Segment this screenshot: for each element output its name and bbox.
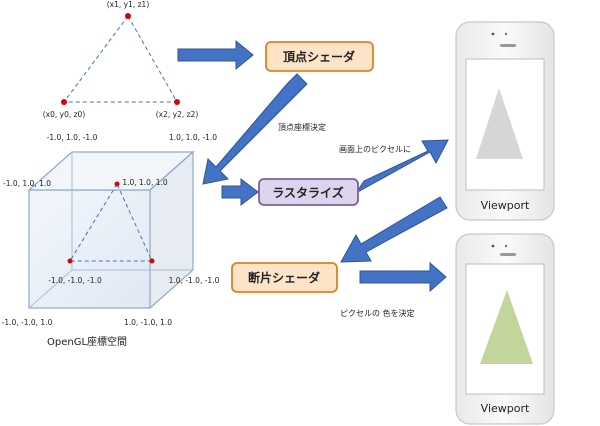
- cube-corner-label: 1.0, -1.0, -1.0: [169, 276, 220, 285]
- source-triangle: (x1, y1, z1) (x0, y0, z0) (x2, y2, z2): [43, 0, 199, 119]
- rasterize-label: ラスタライズ: [272, 185, 343, 200]
- rendered-triangle-gray: [476, 88, 523, 159]
- arrow-down-left-icon: [340, 196, 448, 263]
- phone-top: Viewport: [455, 21, 555, 221]
- cube-corner-label: 1.0, 1.0, -1.0: [169, 133, 217, 142]
- vertex-0-label: (x0, y0, z0): [43, 110, 86, 119]
- cube-corner-label: -1.0, -1.0, -1.0: [48, 276, 102, 285]
- opengl-cube: -1.0, 1.0, -1.0 1.0, 1.0, -1.0 -1.0, 1.0…: [2, 133, 220, 348]
- cube-corner-label: -1.0, -1.0, 1.0: [2, 318, 53, 327]
- vertex-0-dot: [61, 99, 67, 105]
- note-vertex-coord: 頂点座標決定: [278, 122, 326, 132]
- vertex-shader-box: 頂点シェーダ: [265, 41, 374, 72]
- fragment-shader-box: 断片シェーダ: [231, 262, 338, 293]
- viewport-label-bottom: Viewport: [481, 402, 530, 415]
- viewport-label-top: Viewport: [481, 199, 530, 212]
- phone-bottom: Viewport: [455, 233, 555, 425]
- note-to-pixels: 画面上のピクセルに: [339, 145, 411, 154]
- pipeline-arrows: [177, 39, 449, 293]
- note-pixel-color: ピクセルの 色を決定: [340, 308, 415, 318]
- cube-corner-label: -1.0, 1.0, -1.0: [47, 133, 98, 142]
- vertex-2-label: (x2, y2, z2): [156, 110, 199, 119]
- vertex-2-dot: [174, 99, 180, 105]
- arrow-right-icon: [177, 39, 254, 71]
- vertex-shader-label: 頂点シェーダ: [283, 49, 355, 64]
- cube-caption: OpenGL座標空間: [47, 335, 127, 348]
- cube-corner-label: 1.0, 1.0, 1.0: [122, 178, 168, 187]
- cube-inner-triangle: [67, 181, 155, 264]
- rendered-triangle-green: [480, 290, 533, 364]
- arrow-right-icon: [359, 261, 447, 293]
- arrow-right-icon: [221, 177, 259, 207]
- vertex-1-label: (x1, y1, z1): [107, 0, 150, 9]
- fragment-shader-label: 断片シェーダ: [248, 270, 320, 285]
- arrow-down-left-icon: [202, 73, 308, 185]
- rasterize-box: ラスタライズ: [258, 178, 359, 206]
- cube-corner-label: 1.0, -1.0, 1.0: [124, 318, 172, 327]
- vertex-1-dot: [125, 13, 131, 19]
- cube-corner-label: -1.0, 1.0, 1.0: [3, 179, 51, 188]
- arrow-up-right-icon: [355, 139, 449, 194]
